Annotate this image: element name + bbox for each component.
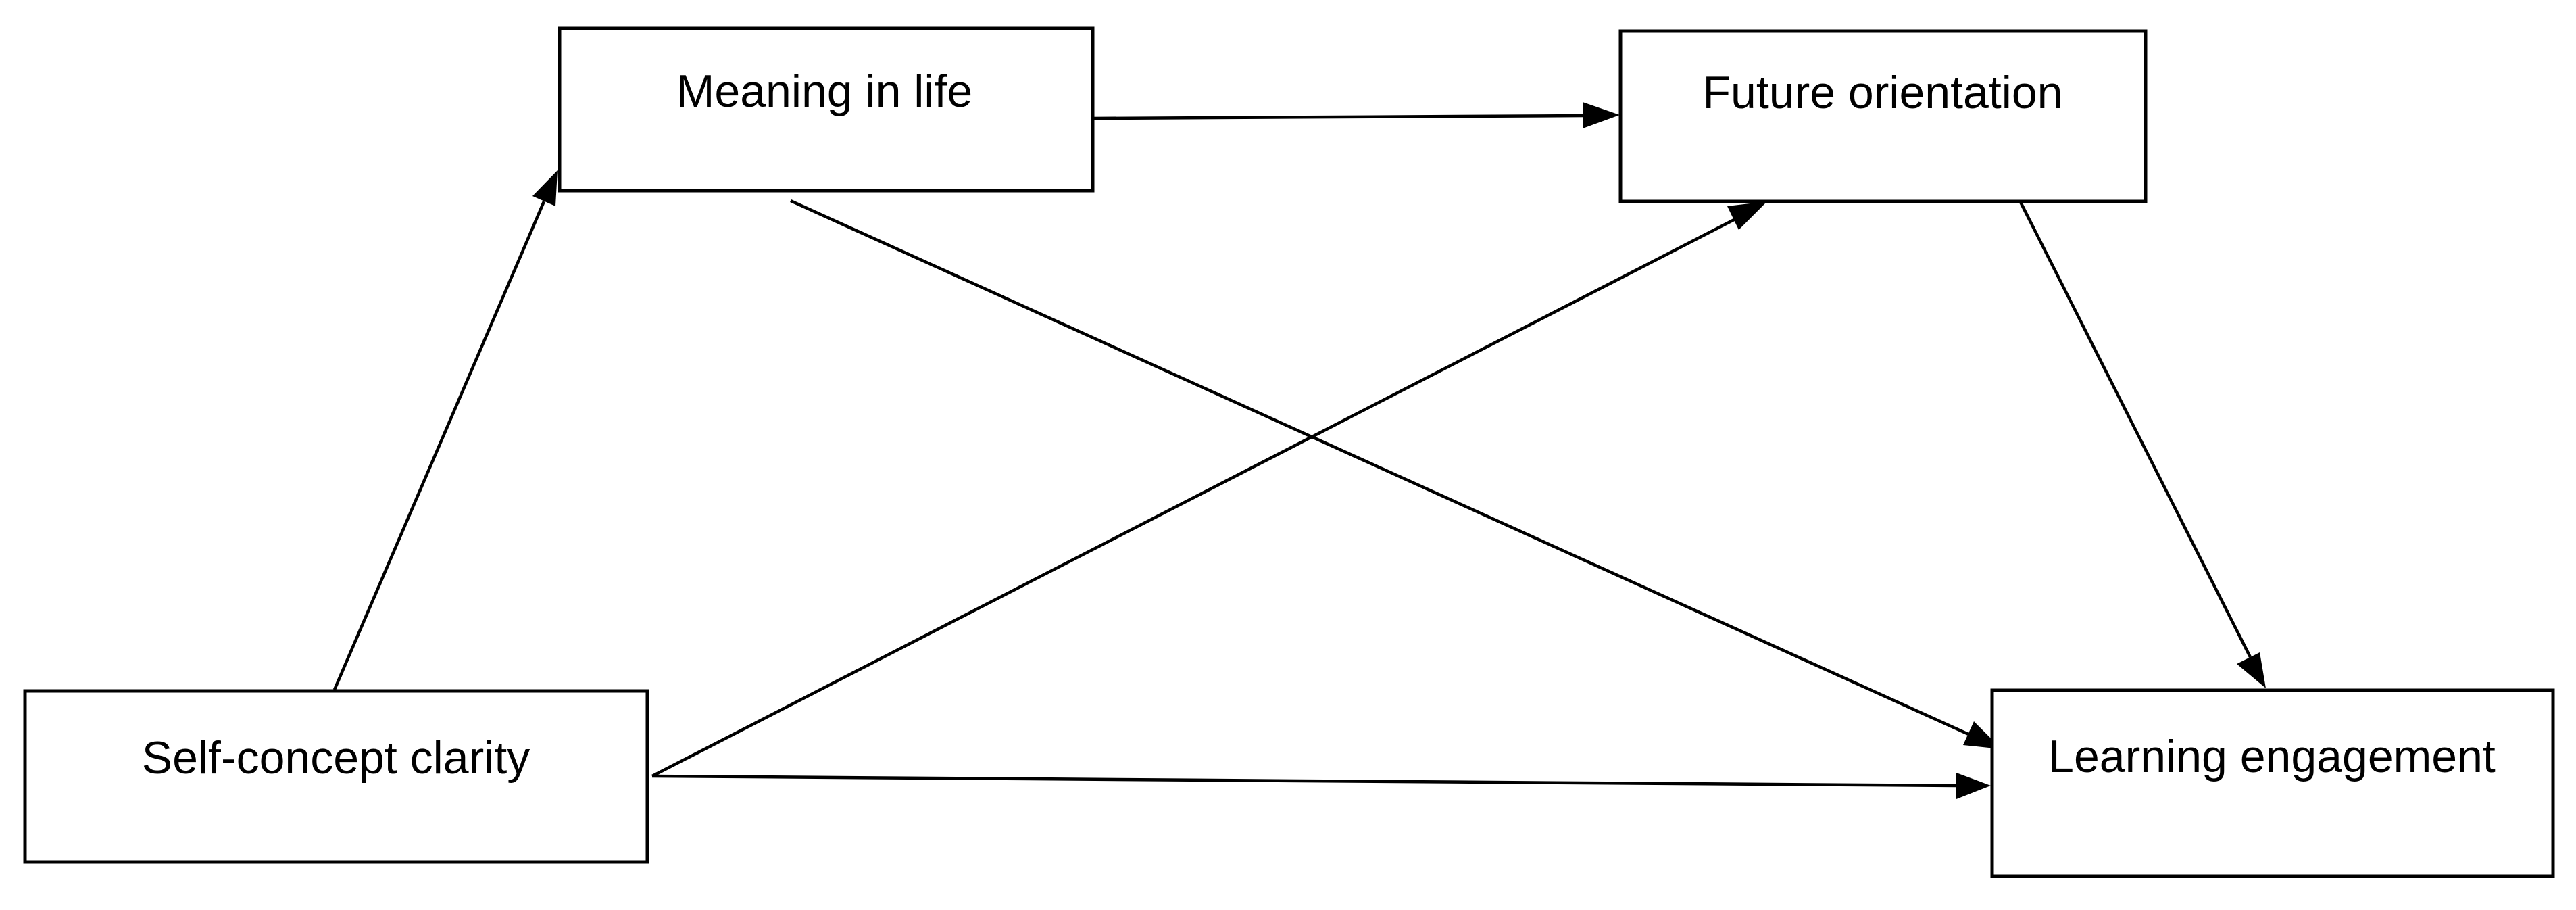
arrowhead-future-to-learning <box>2237 652 2266 688</box>
edge-self-concept-to-learning <box>651 774 1957 788</box>
arrowhead-self-concept-to-future <box>1727 201 1767 230</box>
edge-future-to-learning <box>2018 201 2252 658</box>
node-box-learning-engagement <box>1990 688 2555 878</box>
node-box-future-orientation <box>1618 29 2148 203</box>
arrowhead-self-concept-to-meaning <box>532 170 558 206</box>
node-box-meaning-in-life <box>558 26 1095 193</box>
edge-self-concept-to-meaning <box>332 201 546 690</box>
edge-meaning-to-learning <box>790 199 1969 736</box>
edge-meaning-to-future <box>1092 114 1585 120</box>
node-box-self-concept-clarity <box>23 689 649 864</box>
node-label-future-orientation: Future orientation <box>1703 67 2063 118</box>
node-label-learning-engagement: Learning engagement <box>2048 731 2496 782</box>
node-meaning-in-life: Meaning in life <box>558 26 1095 193</box>
arrowhead-self-concept-to-learning <box>1956 773 1991 799</box>
arrowhead-meaning-to-future <box>1583 102 1620 128</box>
node-learning-engagement: Learning engagement <box>1990 688 2555 878</box>
node-future-orientation: Future orientation <box>1618 29 2148 203</box>
node-label-meaning-in-life: Meaning in life <box>676 66 972 117</box>
node-self-concept-clarity: Self-concept clarity <box>23 689 649 864</box>
edges <box>332 102 2266 799</box>
node-label-self-concept-clarity: Self-concept clarity <box>142 732 530 784</box>
edge-self-concept-to-future <box>651 217 1737 778</box>
